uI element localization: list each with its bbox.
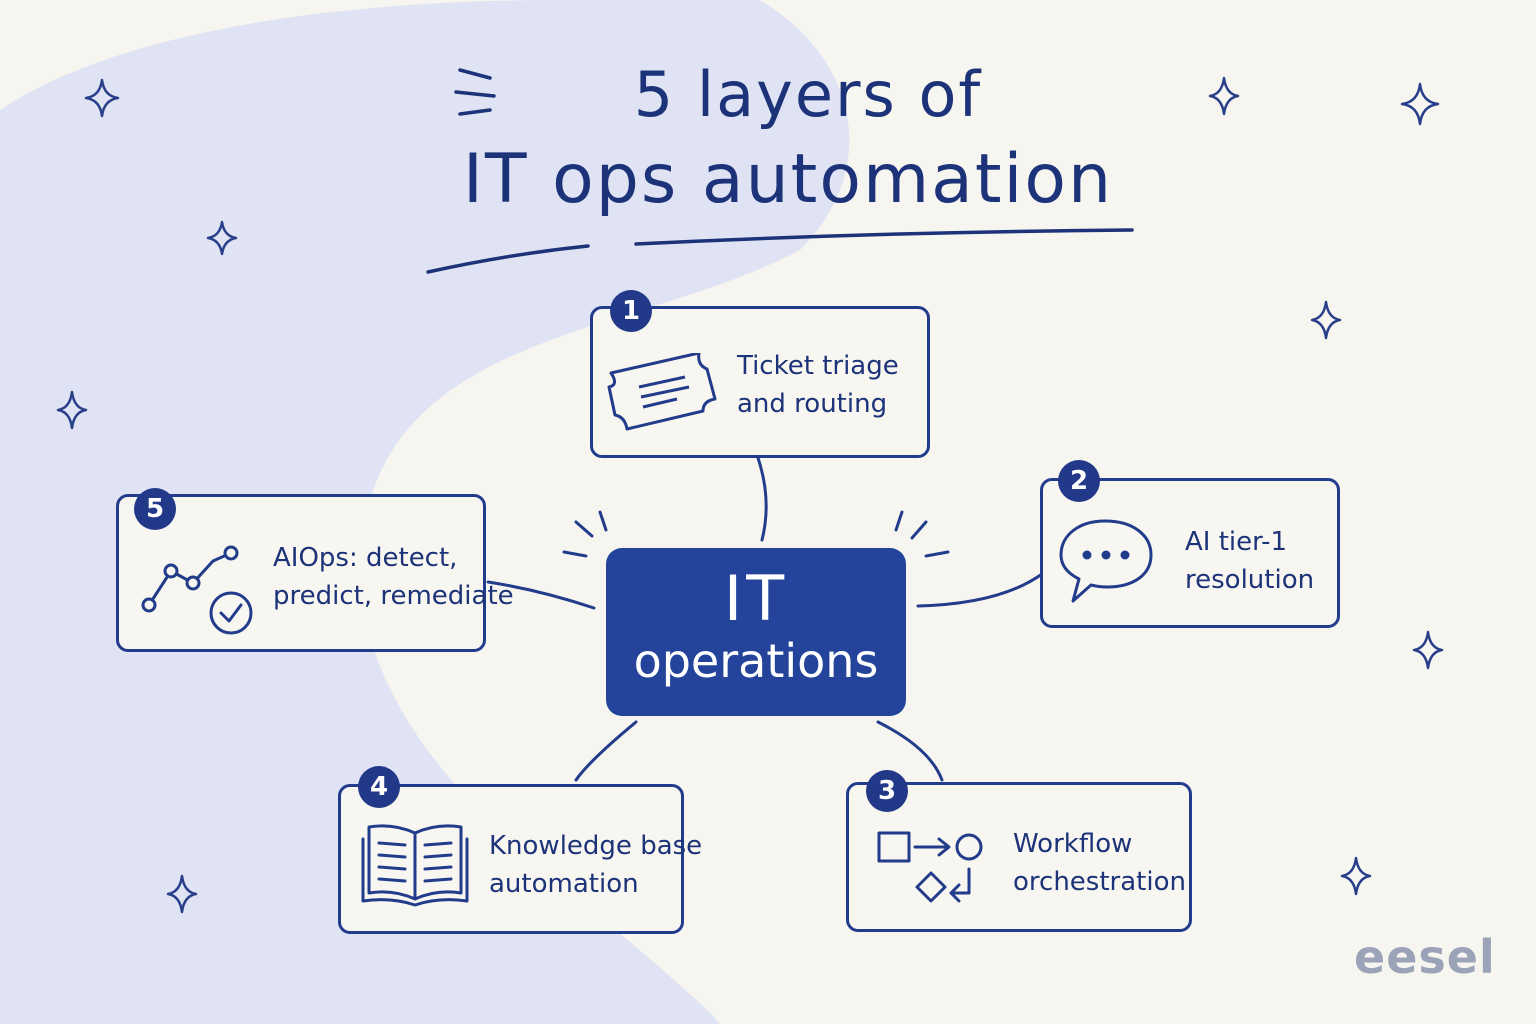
center-label-line-1: IT — [723, 562, 789, 635]
sparkle-icon — [1400, 82, 1440, 126]
sparkle-icon — [206, 220, 238, 256]
connector-1 — [756, 456, 768, 542]
burst-lines — [562, 510, 950, 558]
title-underline — [426, 228, 1134, 274]
open-book-icon — [361, 824, 469, 907]
brand-logo: eesel — [1354, 930, 1496, 984]
layer-3-badge: 3 — [866, 770, 908, 812]
layer-1-badge: 1 — [610, 290, 652, 332]
sparkle-icon — [56, 390, 88, 430]
sparkle-icon — [1340, 856, 1372, 896]
connector-2 — [916, 572, 1044, 608]
background-blob — [0, 0, 850, 1024]
center-node: IT operations — [606, 548, 906, 716]
sparkle-icon — [84, 78, 120, 118]
sparkle-icon — [1208, 76, 1240, 116]
layer-4-badge: 4 — [358, 766, 400, 808]
connector-5 — [486, 580, 596, 610]
trend-check-icon — [141, 545, 253, 635]
sparkle-icon — [1412, 630, 1444, 670]
layer-5-label: AIOps: detect,predict, remediate — [273, 543, 514, 611]
layer-2-badge: 2 — [1058, 460, 1100, 502]
connector-4 — [574, 720, 638, 782]
workflow-icon — [877, 831, 983, 903]
layer-5-badge: 5 — [134, 488, 176, 530]
ticket-icon — [607, 353, 717, 431]
title-line-1: 5 layers of — [633, 58, 983, 131]
connector-3 — [876, 720, 944, 782]
layer-5-box: AIOps: detect,predict, remediate — [116, 494, 514, 652]
title-line-2: IT ops automation — [462, 140, 1114, 219]
center-label-line-2: operations — [633, 634, 879, 688]
sparkle-icon — [166, 874, 198, 914]
chat-bubble-icon — [1059, 519, 1153, 603]
title-accent-lines — [454, 68, 496, 116]
sparkle-icon — [1310, 300, 1342, 340]
